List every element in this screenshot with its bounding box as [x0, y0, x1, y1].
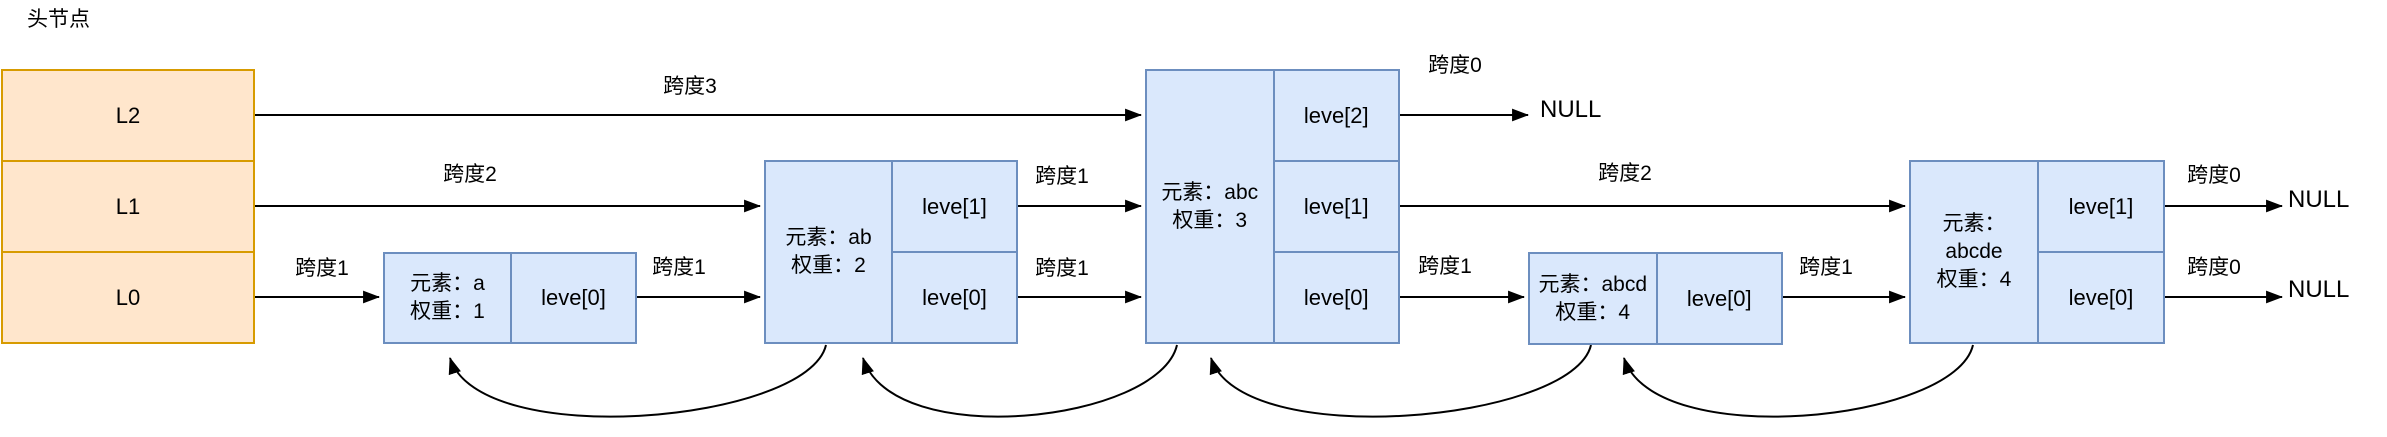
null-label-abcde-leve1: NULL [2288, 186, 2350, 213]
node-a-levels: leve[0] [510, 254, 635, 342]
null-label-abc-leve2: NULL [1540, 96, 1602, 123]
span-label-ab-l1: 跨度1 [1035, 165, 1089, 188]
node-abcde-levels: leve[1] leve[0] [2037, 162, 2163, 342]
span-label-head-l0: 跨度1 [295, 257, 349, 280]
head-node-title: 头节点 [27, 8, 90, 31]
head-row-l2: L2 [115, 102, 141, 128]
span-label-abcde-l0: 跨度0 [2187, 256, 2241, 279]
node-ab-leve0-cell: leve[0] [893, 251, 1016, 342]
span-label-ab-l0: 跨度1 [1035, 257, 1089, 280]
node-abc-leve2-cell: leve[2] [1303, 102, 1369, 128]
node-abc-leve0-cell: leve[0] [1274, 251, 1398, 342]
backward-arrow-abcd-to-abc [1209, 344, 1592, 418]
head-row-l1: L1 [3, 160, 253, 251]
backward-arrow-abc-to-ab [861, 344, 1178, 418]
span-label-abcd-l0: 跨度1 [1799, 256, 1853, 279]
node-abcde-leve1-cell: leve[1] [2068, 193, 2134, 219]
span-label-abc-l2: 跨度0 [1428, 54, 1482, 77]
node-ab-element-cell: 元素：ab 权重：2 [785, 226, 872, 277]
node-abcde-element-cell: 元素： abcde 权重：4 [1936, 212, 2012, 291]
node-a-leve0-cell: leve[0] [541, 285, 606, 310]
span-label-head-l2: 跨度3 [663, 75, 717, 98]
node-abcde: 元素： abcde 权重：4 leve[1] leve[0] [1909, 160, 2165, 344]
head-node: L2 L1 L0 [1, 69, 255, 344]
span-label-abc-l0: 跨度1 [1418, 255, 1472, 278]
node-abc-element-cell: 元素：abc 权重：3 [1161, 180, 1259, 232]
span-label-abc-l1: 跨度2 [1598, 162, 1652, 185]
backward-arrow-ab-to-a [448, 344, 827, 418]
node-abcd-element-cell: 元素：abcd 权重：4 [1538, 272, 1648, 324]
node-abcd-levels: leve[0] [1655, 254, 1782, 343]
node-abcd: 元素：abcd 权重：4 leve[0] [1528, 252, 1783, 345]
span-label-head-l1: 跨度2 [443, 163, 497, 186]
node-abc-leve1-cell: leve[1] [1274, 160, 1398, 251]
node-abcd-leve0-cell: leve[0] [1686, 285, 1752, 311]
span-label-a-l0: 跨度1 [652, 256, 706, 279]
node-abc-levels: leve[2] leve[1] leve[0] [1272, 71, 1398, 342]
node-ab-levels: leve[1] leve[0] [891, 162, 1016, 342]
node-ab-leve1-cell: leve[1] [922, 193, 987, 219]
node-a: 元素：a 权重：1 leve[0] [383, 252, 637, 344]
node-a-element-cell: 元素：a 权重：1 [410, 272, 485, 323]
node-abcde-leve0-cell: leve[0] [2039, 251, 2163, 342]
span-label-abcde-l1: 跨度0 [2187, 164, 2241, 187]
head-row-l0: L0 [3, 251, 253, 342]
node-abc: 元素：abc 权重：3 leve[2] leve[1] leve[0] [1145, 69, 1400, 344]
backward-arrow-abcde-to-abcd [1622, 344, 1974, 418]
null-label-abcde-leve0: NULL [2288, 276, 2350, 303]
node-ab: 元素：ab 权重：2 leve[1] leve[0] [764, 160, 1018, 344]
